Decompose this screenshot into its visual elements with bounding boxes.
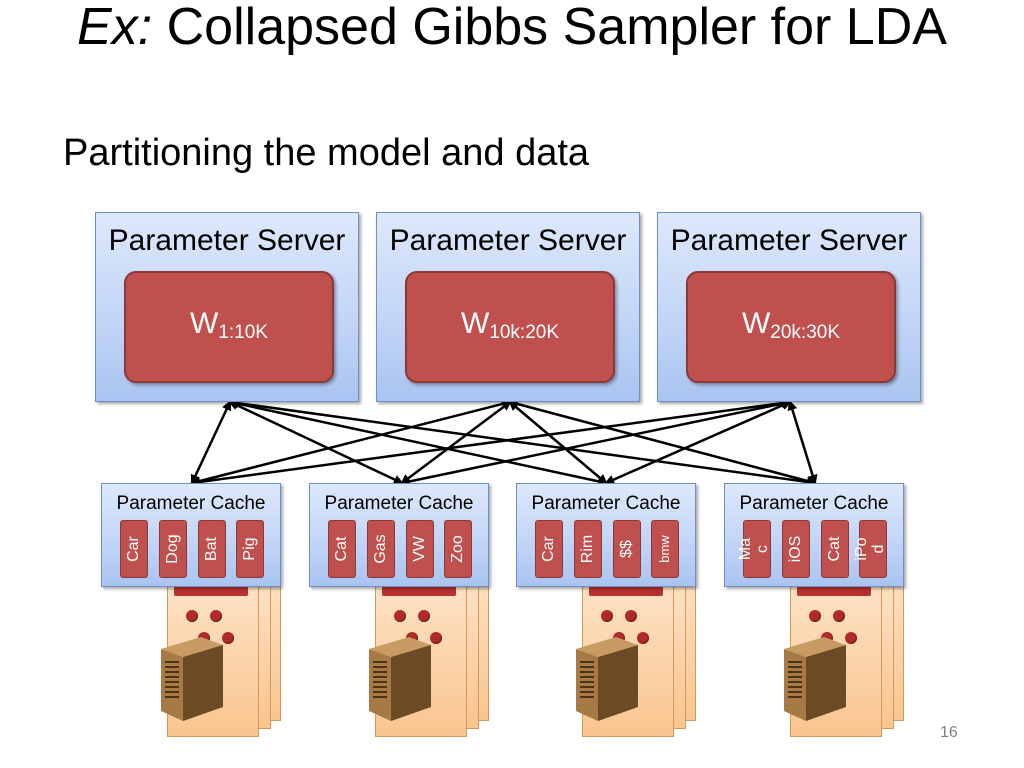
token-card: Car	[120, 520, 148, 578]
weight-shard-1: W1:10K	[124, 271, 334, 383]
sync-arrow-2-4	[508, 399, 817, 486]
slide-title: Ex: Collapsed Gibbs Sampler for LDA	[0, 0, 1024, 54]
parameter-cache-label: Parameter Cache	[531, 493, 681, 514]
parameter-cache: Parameter Cache Car Rim $$ bmw	[516, 483, 696, 587]
worker-2: Parameter Cache Cat Gas VW Zoo	[309, 483, 491, 737]
worker-3: Parameter Cache Car Rim $$ bmw	[516, 483, 698, 737]
title-prefix: Ex:	[77, 0, 153, 56]
parameter-cache-label: Parameter Cache	[739, 493, 889, 514]
token-card: Car	[535, 520, 563, 578]
token-card: Pig	[236, 520, 264, 578]
token-card: Gas	[367, 520, 395, 578]
token-card: $$	[613, 520, 641, 578]
parameter-server-3: Parameter Server W20k:30K	[657, 212, 921, 402]
token-card: Dog	[159, 520, 187, 578]
weight-shard-2: W10k:20K	[405, 271, 615, 383]
weight-shard-3: W20k:30K	[686, 271, 896, 383]
token-card: iPod	[853, 520, 887, 578]
token-card: Cat	[328, 520, 356, 578]
server-tower-icon	[784, 637, 846, 721]
worker-4: Parameter Cache Mac iOS Cat iPod	[724, 483, 906, 737]
server-tower-icon	[161, 637, 223, 721]
parameter-server-label: Parameter Server	[670, 224, 908, 253]
token-card: Bat	[198, 520, 226, 578]
parameter-cache-label: Parameter Cache	[116, 493, 266, 514]
sync-arrow-3-3	[604, 400, 792, 485]
weight-range: 1:10K	[218, 322, 268, 343]
weight-range: 20k:30K	[770, 322, 841, 343]
parameter-server-2: Parameter Server W10k:20K	[376, 212, 640, 402]
parameter-cache-label: Parameter Cache	[324, 493, 474, 514]
page-number: 16	[940, 724, 958, 741]
weight-symbol: W	[460, 307, 490, 340]
token-card: Zoo	[444, 520, 472, 578]
sync-arrow-3-4	[787, 400, 818, 485]
token-card: Mac	[737, 520, 771, 578]
token-card: VW	[406, 520, 434, 578]
parameter-server-label: Parameter Server	[108, 224, 346, 253]
weight-symbol: W	[741, 307, 771, 340]
sync-arrow-1-1	[190, 400, 232, 485]
token-card: iOS	[782, 520, 810, 578]
worker-1: Parameter Cache Car Dog Bat Pig	[101, 483, 283, 737]
server-tower-icon	[369, 637, 431, 721]
parameter-cache: Parameter Cache Mac iOS Cat iPod	[724, 483, 904, 587]
parameter-cache: Parameter Cache Car Dog Bat Pig	[101, 483, 281, 587]
parameter-cache: Parameter Cache Cat Gas VW Zoo	[309, 483, 489, 587]
token-card: bmw	[651, 520, 679, 578]
parameter-server-label: Parameter Server	[389, 224, 627, 253]
weight-symbol: W	[190, 307, 219, 340]
slide-subtitle: Partitioning the model and data	[63, 132, 590, 174]
weight-range: 10k:20K	[489, 322, 560, 343]
token-card: Rim	[574, 520, 602, 578]
server-tower-icon	[576, 637, 638, 721]
parameter-server-1: Parameter Server W1:10K	[95, 212, 359, 402]
token-card: Cat	[821, 520, 849, 578]
title-main: Collapsed Gibbs Sampler for LDA	[166, 0, 947, 56]
